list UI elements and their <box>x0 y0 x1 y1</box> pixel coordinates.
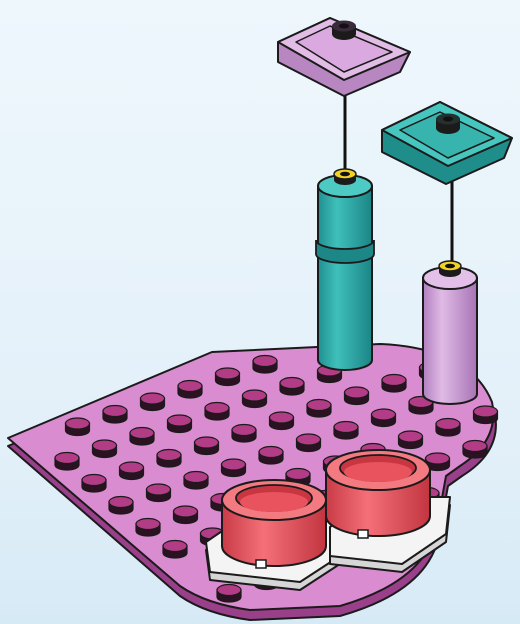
plate-stud <box>217 585 241 603</box>
plate-stud <box>195 437 219 455</box>
round-brick-teal <box>316 169 374 370</box>
plate-stud <box>436 419 460 437</box>
plate-stud <box>345 387 369 405</box>
plate-stud <box>205 403 229 421</box>
plate-stud <box>372 409 396 427</box>
plate-stud <box>136 519 160 537</box>
plate-stud <box>184 472 208 490</box>
plate-stud <box>474 406 498 424</box>
plate-stud <box>463 441 487 459</box>
plate-stud <box>259 447 283 465</box>
plate-stud <box>222 459 246 477</box>
plate-stud <box>307 400 331 418</box>
plate-stud <box>130 428 154 446</box>
plate-stud <box>399 431 423 449</box>
plate-stud <box>178 381 202 399</box>
plate-stud <box>270 412 294 430</box>
plate-stud <box>141 393 165 411</box>
plate-stud <box>109 497 133 515</box>
plate-stud <box>163 541 187 559</box>
plate-stud <box>55 453 79 471</box>
round-brick-coral <box>222 480 326 568</box>
plate-stud <box>93 440 117 458</box>
plate-stud <box>280 378 304 396</box>
plate-stud <box>382 375 406 393</box>
plate-stud <box>120 462 144 480</box>
plate-stud <box>216 368 240 386</box>
plate-stud <box>253 356 277 374</box>
plate-stud <box>174 506 198 524</box>
plate-stud <box>297 434 321 452</box>
round-brick-coral-2 <box>326 450 430 538</box>
plate-stud <box>82 475 106 493</box>
plate-stud <box>168 415 192 433</box>
plate-stud <box>147 484 171 502</box>
round-brick-lavender <box>423 261 477 404</box>
plate-stud <box>103 406 127 424</box>
plate-stud <box>66 418 90 436</box>
plate-stud <box>334 422 358 440</box>
plate-stud <box>243 390 267 408</box>
plate-stud <box>232 425 256 443</box>
plate-stud <box>157 450 181 468</box>
